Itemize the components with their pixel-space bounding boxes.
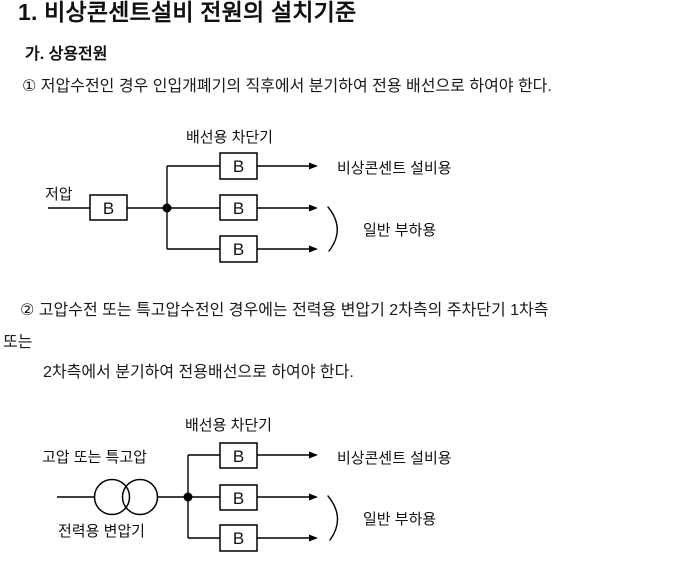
d2-output2-label: 일반 부하용 (363, 511, 437, 528)
d1-source-label: 저압 (45, 186, 73, 203)
d2-breaker-letter: B (233, 529, 244, 548)
item-2-line2: 또는 (3, 334, 33, 351)
d1-main-breaker-letter: B (103, 199, 114, 218)
d1-arrow-icon (309, 162, 318, 170)
d2-breaker-letter: B (233, 489, 244, 508)
diagram-2-high-voltage: B B B (57, 442, 339, 552)
d2-transformer-coil-icon (93, 478, 131, 516)
page-title: 1. 비상콘센트설비 전원의 설치기준 (18, 0, 357, 25)
d2-breaker-box (219, 484, 258, 511)
d1-breaker-letter: B (233, 199, 244, 218)
d2-breaker-box (219, 524, 258, 552)
d2-source-label: 고압 또는 특고압 (42, 449, 147, 466)
d2-arrow-icon (309, 534, 318, 542)
item-2-line3: 2차측에서 분기하여 전용배선으로 하여야 한다. (43, 364, 354, 381)
d2-transformer-coil-icon (121, 478, 159, 516)
d2-junction-dot (183, 492, 193, 502)
diagram-1-low-voltage: B B B B (48, 152, 338, 263)
d1-breaker-box (219, 194, 258, 221)
d1-breaker-letter: B (233, 240, 244, 259)
d2-breaker-letter: B (233, 447, 244, 466)
d1-arrow-icon (309, 245, 318, 253)
d1-breaker-label: 배선용 차단기 (186, 129, 273, 146)
d1-arrow-icon (309, 204, 318, 212)
d1-junction-dot (162, 203, 172, 213)
d2-breaker-label: 배선용 차단기 (185, 417, 272, 434)
d1-output2-label: 일반 부하용 (363, 222, 437, 239)
d1-main-breaker-box (89, 194, 128, 221)
item-2-line1: ② 고압수전 또는 특고압수전인 경우에는 전력용 변압기 2차측의 주차단기 … (20, 302, 549, 319)
section-heading: 가. 상용전원 (25, 46, 108, 63)
d2-arrow-icon (309, 493, 318, 501)
d2-output1-label: 비상콘센트 설비용 (337, 450, 452, 467)
d2-transformer-label: 전력용 변압기 (58, 523, 145, 540)
d2-arrow-icon (309, 451, 318, 459)
d1-output1-label: 비상콘센트 설비용 (337, 160, 452, 177)
item-1-text: ① 저압수전인 경우 인입개폐기의 직후에서 분기하여 전용 배선으로 하여야 … (22, 78, 552, 95)
d1-group-brace (327, 206, 338, 252)
d2-group-brace (327, 495, 339, 541)
d1-breaker-letter: B (233, 157, 244, 176)
d2-breaker-box (219, 442, 258, 469)
